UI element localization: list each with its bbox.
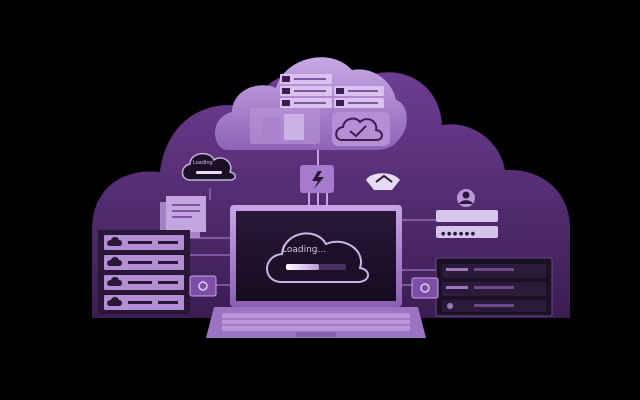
server-icon (104, 235, 184, 250)
loading-progress-bar (286, 264, 319, 270)
right-server-panel (435, 257, 553, 317)
login-panel (436, 189, 498, 238)
server-icon (280, 86, 332, 96)
left-server-rack (98, 230, 190, 314)
server-icon (104, 295, 184, 310)
loading-text: Loading... (282, 245, 327, 255)
chip-icon (189, 275, 217, 297)
password-mask: ● ● ● ● ● ● (441, 231, 476, 237)
router-icon (366, 173, 400, 190)
server-icon (104, 275, 184, 290)
chip-icon (411, 277, 439, 299)
top-server-stack (280, 74, 384, 108)
server-icon (442, 264, 546, 278)
server-icon (334, 86, 384, 96)
document-icon (160, 196, 206, 238)
server-icon (280, 98, 332, 108)
server-icon (442, 282, 546, 296)
mini-loading-text: Loading (193, 160, 213, 166)
laptop-icon (206, 205, 426, 338)
plug-icon (300, 150, 334, 205)
server-icon (280, 74, 332, 84)
mini-loading-cloud (181, 152, 236, 181)
server-icon (104, 255, 184, 270)
cloud-check-icon (332, 112, 390, 146)
background-cloud (92, 68, 571, 318)
server-icon (442, 300, 546, 312)
server-icon (334, 98, 384, 108)
